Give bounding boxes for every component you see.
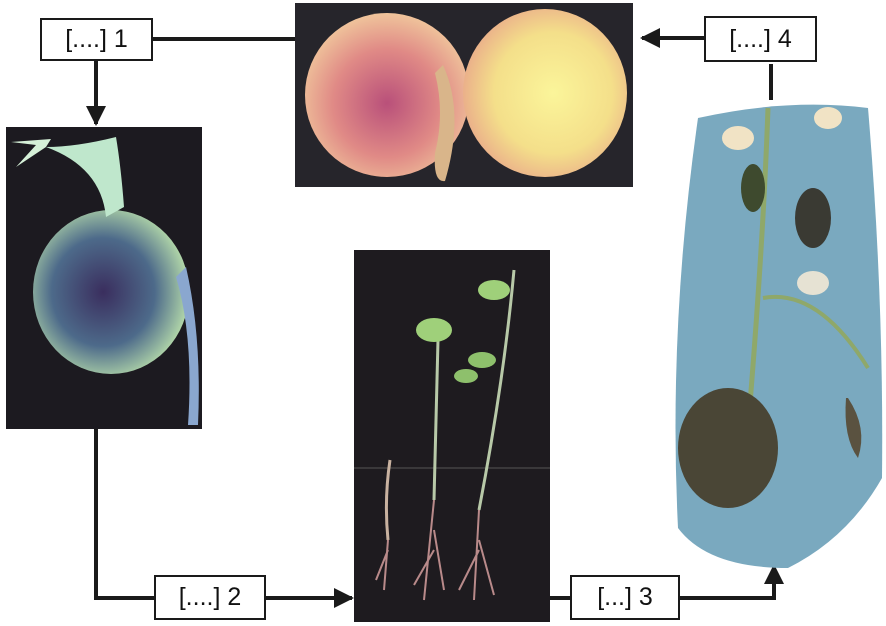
germinating-seed-photo	[6, 127, 202, 429]
seed-cotyledons-photo	[295, 3, 633, 187]
stage-4-label: [....] 4	[704, 16, 817, 62]
stage-3-label: [...] 3	[570, 575, 680, 620]
connector-germination-to-2	[96, 428, 154, 598]
arrow-3-to-plant	[680, 566, 774, 598]
stage-2-label: [....] 2	[154, 575, 266, 620]
seedlings-photo	[354, 250, 550, 622]
flowering-plant-photo	[668, 98, 884, 568]
stage-1-label: [....] 1	[40, 18, 153, 61]
